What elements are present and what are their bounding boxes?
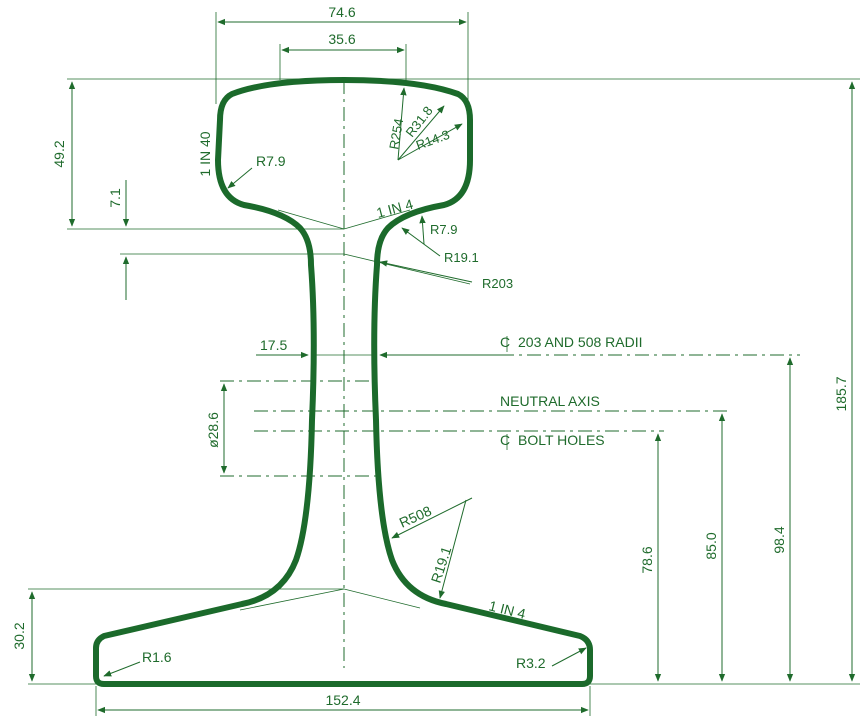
fillet-radius-upper-arrow [419,215,426,245]
crown-radius-2-arrow [397,105,445,161]
foot-depth-label: 30.2 [11,622,27,649]
bolt-holes-label: BOLT HOLES [518,432,605,448]
head-depth-label: 49.2 [51,140,67,167]
fillet-radius-upper-label: R7.9 [430,222,457,237]
bolt-holes-height-label: 78.6 [639,546,655,573]
fillet-radius-foot-arrow [438,499,467,599]
head-corner-radius-label: R7.9 [256,153,286,169]
bolt-holes-symbol: C [500,432,510,448]
r203-leader-base [343,253,471,285]
crown-radius-3-arrow [397,123,463,161]
head-taper-drop-label: 7.1 [107,188,123,208]
radii-centre-label: 203 AND 508 RADII [518,334,643,350]
head-slope-left-line [277,209,345,230]
fillet-radius-head-arrow [401,227,441,257]
fillet-radius-head-label: R19.1 [444,250,479,265]
foot-slope-left-line [239,588,345,611]
foot-toe-radius-left-label: R1.6 [142,649,172,665]
head-corner-radius-arrow [227,167,253,189]
head-width-label: 74.6 [328,4,355,20]
crown-radius-1-label: R254 [386,117,406,150]
crown-width-label: 35.6 [328,31,355,47]
foot-toe-radius-right-arrow [551,647,587,667]
bolt-hole-diameter-label: ø28.6 [205,412,221,448]
neutral-axis-label: NEUTRAL AXIS [500,393,600,409]
web-radius-lower-arrow [391,497,473,539]
web-thickness-label: 17.5 [260,337,287,353]
neutral-axis-height-label: 85.0 [703,532,719,559]
foot-toe-radius-left-arrow [103,661,141,677]
web-radius-upper-arrow [379,260,473,283]
head-taper-label: 1 IN 40 [197,131,213,176]
head-slope-right-line [343,209,411,230]
foot-slope-right-line [343,588,421,609]
crown-radius-1-arrow [397,87,407,161]
web-radius-upper-label: R203 [482,276,513,291]
fillet-radius-foot-label: R19.1 [428,544,455,585]
radii-centre-height-label: 98.4 [771,526,787,553]
radii-centre-symbol: C [500,334,510,350]
rail-profile-outline [93,77,593,687]
overall-height-label: 185.7 [833,376,849,411]
foot-toe-radius-right-label: R3.2 [516,655,546,671]
foot-width-label: 152.4 [325,692,360,708]
